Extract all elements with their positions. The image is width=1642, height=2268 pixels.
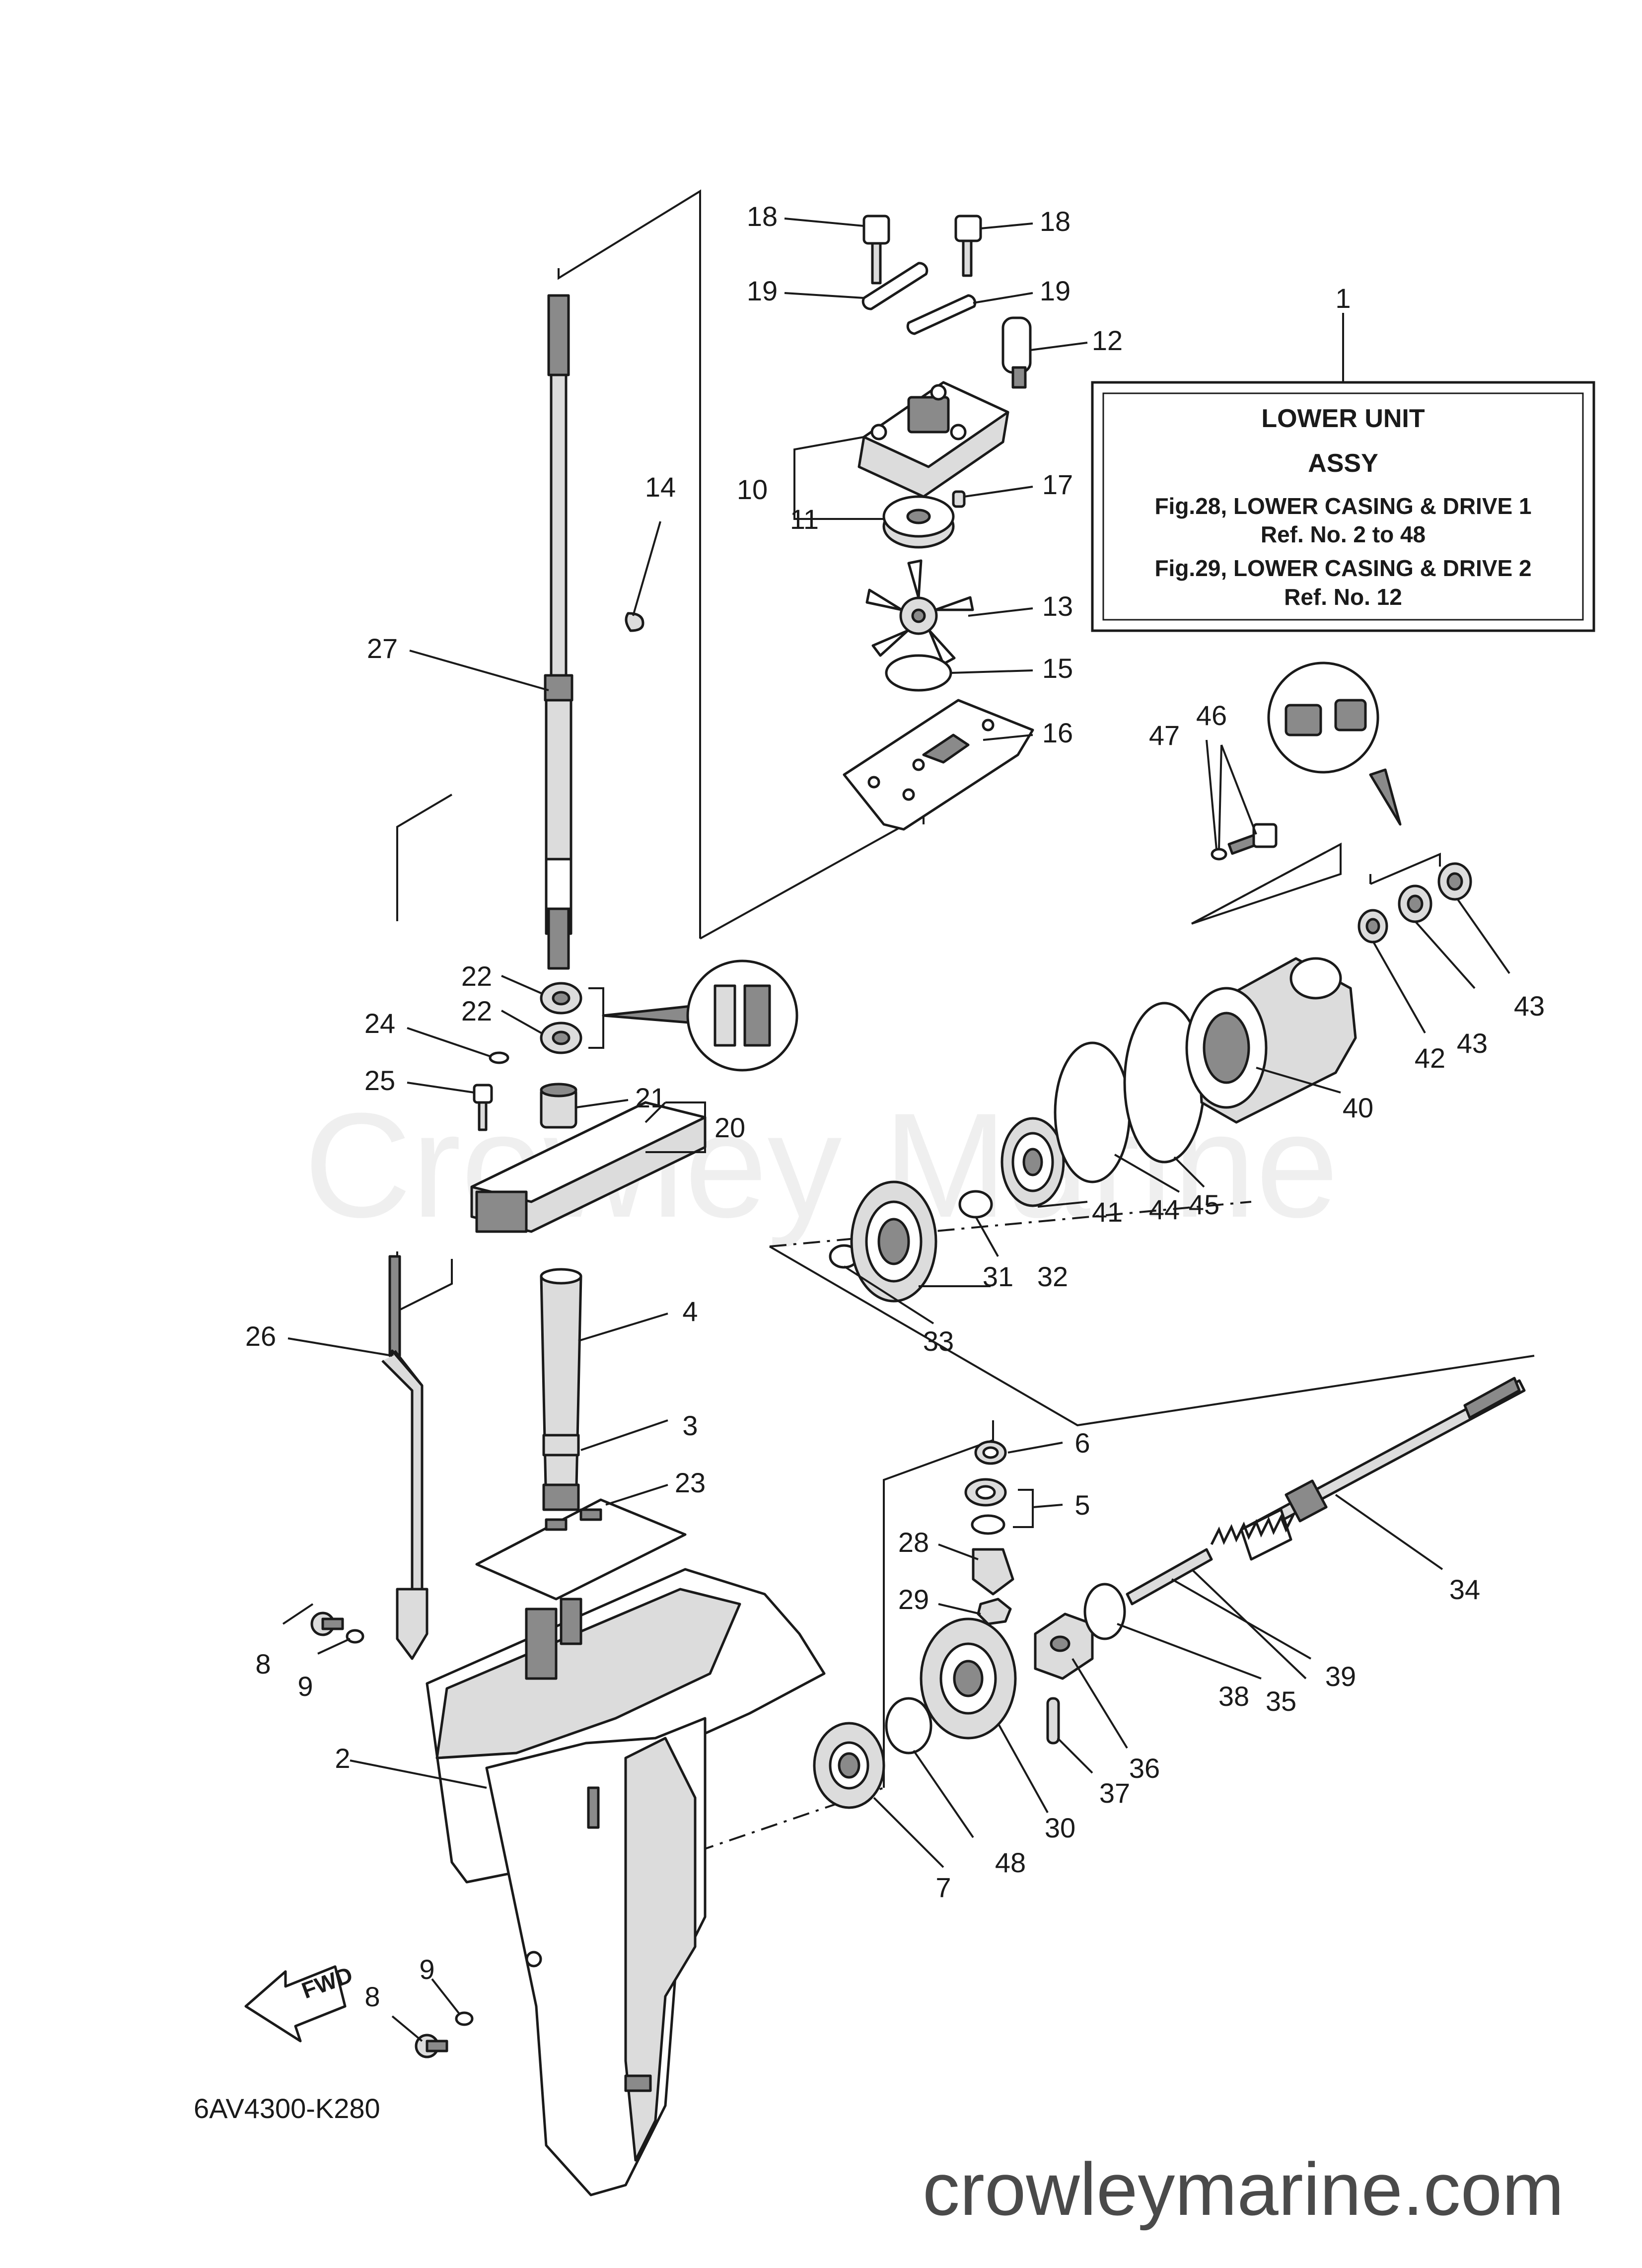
- callout-40: 40: [1343, 1092, 1373, 1123]
- callout-45: 45: [1189, 1189, 1219, 1220]
- callout-18-right: 18: [1040, 206, 1071, 237]
- reverse-gear-assembly: [829, 661, 1472, 1303]
- info-box-line3: Fig.28, LOWER CASING & DRIVE 1: [1154, 493, 1531, 519]
- info-box-line2: ASSY: [1308, 449, 1378, 478]
- callout-48: 48: [995, 1847, 1026, 1878]
- callout-10: 10: [737, 474, 768, 505]
- callout-6: 6: [1074, 1427, 1090, 1459]
- callout-27: 27: [367, 633, 398, 664]
- propeller-shaft: [1240, 1377, 1526, 1561]
- callout-12: 12: [1092, 325, 1123, 356]
- callout-22-top: 22: [461, 960, 492, 992]
- callout-37: 37: [1099, 1777, 1130, 1809]
- callout-26: 26: [245, 1320, 276, 1352]
- callout-44: 44: [1149, 1194, 1180, 1225]
- callout-33: 33: [923, 1325, 954, 1357]
- assembly-guide-lines: [396, 189, 1535, 1863]
- callout-42: 42: [1415, 1042, 1445, 1074]
- callout-15: 15: [1042, 653, 1073, 684]
- callout-31: 31: [983, 1261, 1013, 1292]
- callout-22-bottom: 22: [461, 995, 492, 1026]
- callout-21: 21: [635, 1082, 666, 1113]
- callout-23: 23: [675, 1467, 706, 1498]
- info-box-line4: Ref. No. 2 to 48: [1261, 521, 1426, 547]
- callout-3: 3: [682, 1410, 698, 1441]
- callout-34: 34: [1449, 1574, 1480, 1605]
- callout-29: 29: [898, 1584, 929, 1615]
- callout-24: 24: [364, 1008, 395, 1039]
- callout-9-bottom: 9: [419, 1954, 434, 1985]
- callout-2: 2: [335, 1743, 350, 1774]
- callout-7: 7: [935, 1872, 951, 1903]
- callout-20: 20: [714, 1112, 745, 1143]
- callout-41: 41: [1092, 1196, 1123, 1228]
- info-box-line1: LOWER UNIT: [1261, 404, 1425, 433]
- drive-shaft: [544, 294, 573, 970]
- lower-casing: [426, 1568, 826, 2196]
- callout-46: 46: [1196, 700, 1227, 731]
- fwd-arrow: FWD: [244, 1962, 356, 2043]
- water-pump-parts: [843, 215, 1034, 831]
- callout-8-bottom: 8: [364, 1981, 380, 2012]
- callout-11: 11: [790, 504, 819, 535]
- callout-32: 32: [1037, 1261, 1068, 1292]
- callout-14: 14: [645, 471, 676, 503]
- callout-36: 36: [1129, 1753, 1160, 1784]
- callout-30: 30: [1045, 1812, 1075, 1843]
- leader-lines: [282, 218, 1510, 2042]
- callout-17: 17: [1042, 469, 1073, 500]
- woodruff-key: [625, 612, 644, 632]
- upper-bearings: [470, 959, 798, 1233]
- diagram-code: 6AV4300-K280: [194, 2093, 380, 2124]
- info-box-line5: Fig.29, LOWER CASING & DRIVE 2: [1154, 555, 1531, 581]
- callout-1: 1: [1335, 283, 1351, 314]
- callout-labels: 1 2 3 4 5 6 7 8 8 9 9 10 11 12 13 14 15 …: [245, 201, 1545, 2012]
- shift-rod: [381, 1255, 428, 1660]
- callout-18-left: 18: [747, 201, 778, 232]
- info-box: LOWER UNIT ASSY Fig.28, LOWER CASING & D…: [1091, 313, 1595, 632]
- callout-19-left: 19: [747, 275, 778, 306]
- callout-19-right: 19: [1040, 275, 1071, 306]
- callout-25: 25: [364, 1065, 395, 1096]
- callout-9-top: 9: [297, 1671, 313, 1702]
- callout-28: 28: [898, 1527, 929, 1558]
- callout-43-right: 43: [1514, 990, 1545, 1022]
- callout-16: 16: [1042, 717, 1073, 748]
- fasteners-8-9: [310, 1611, 474, 2058]
- callout-8-top: 8: [255, 1648, 271, 1680]
- callout-35: 35: [1266, 1685, 1296, 1717]
- callout-4: 4: [682, 1296, 698, 1327]
- callout-13: 13: [1042, 590, 1073, 622]
- callout-43-left: 43: [1457, 1027, 1488, 1059]
- callout-5: 5: [1074, 1489, 1090, 1521]
- callout-47: 47: [1149, 720, 1180, 751]
- callout-38: 38: [1218, 1681, 1249, 1712]
- clutch-parts: [813, 1440, 1295, 1809]
- info-box-line6: Ref. No. 12: [1284, 584, 1402, 610]
- callout-39: 39: [1325, 1661, 1356, 1692]
- site-url: crowleymarine.com: [923, 2147, 1564, 2231]
